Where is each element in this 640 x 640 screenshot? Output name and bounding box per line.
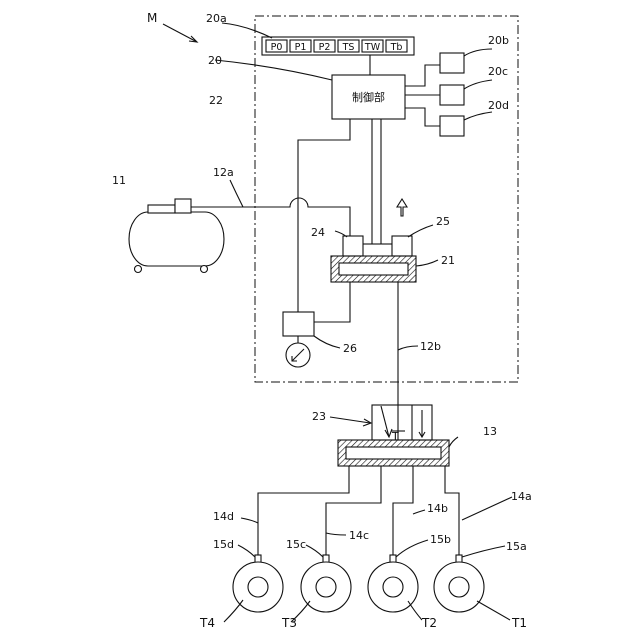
label-12b: 12b [420, 340, 441, 353]
link-20d [405, 108, 440, 126]
label-20c: 20c [488, 65, 508, 78]
label-24: 24 [311, 226, 325, 239]
device-20d [440, 116, 464, 136]
compressor [129, 199, 224, 273]
label-23: 23 [312, 410, 326, 423]
display-panel: P0 P1 P2 TS TW Tb [262, 37, 414, 55]
display-cell: P1 [290, 40, 311, 53]
manifold-13 [338, 440, 449, 466]
valve-25 [392, 236, 412, 256]
display-cell: P0 [266, 40, 287, 53]
label-12a: 12a [213, 166, 234, 179]
device-20b [440, 53, 464, 73]
label-15c: 15c [286, 538, 306, 551]
label-22: 22 [209, 94, 223, 107]
label-T4: T4 [199, 616, 215, 630]
label-T2: T2 [421, 616, 437, 630]
controller-to-sensor-line [298, 119, 350, 312]
pressure-sensor-26 [283, 312, 314, 336]
valve-unit-letter: T [391, 430, 399, 443]
display-cell-label: TW [364, 42, 381, 53]
tire-T3 [301, 562, 351, 612]
label-20b: 20b [488, 34, 509, 47]
display-cell-label: P2 [319, 42, 331, 53]
branch-line-14b [393, 466, 413, 555]
display-cell: Tb [386, 40, 407, 53]
manifold-to-sensor-line [314, 282, 350, 322]
label-14a: 14a [511, 490, 532, 503]
exhaust-arrow-icon [397, 199, 407, 216]
label-20d: 20d [488, 99, 509, 112]
label-14b: 14b [427, 502, 448, 515]
tire-T4 [233, 562, 283, 612]
label-26: 26 [343, 342, 357, 355]
link-20b [405, 65, 440, 86]
display-cell-label: P0 [271, 42, 283, 53]
label-14c: 14c [349, 529, 369, 542]
label-14d: 14d [213, 510, 234, 523]
display-cell-label: TS [342, 42, 355, 53]
label-25: 25 [436, 215, 450, 228]
label-T1: T1 [511, 616, 527, 630]
label-15b: 15b [430, 533, 451, 546]
label-21: 21 [441, 254, 455, 267]
label-15a: 15a [506, 540, 527, 553]
display-cell: P2 [314, 40, 335, 53]
pressure-gauge-icon [286, 343, 310, 367]
valve-unit-23 [372, 405, 432, 440]
label-13: 13 [483, 425, 497, 438]
valve-24 [343, 236, 363, 256]
display-cell-label: Tb [390, 42, 403, 53]
label-T3: T3 [281, 616, 297, 630]
label-11: 11 [112, 174, 126, 187]
device-20c [440, 85, 464, 105]
tire-T1 [434, 562, 484, 612]
label-20: 20 [208, 54, 222, 67]
label-15d: 15d [213, 538, 234, 551]
controller-label: 制御部 [352, 90, 385, 104]
display-cell: TS [338, 40, 359, 53]
display-cell: TW [362, 40, 383, 53]
display-cell-label: P1 [295, 42, 307, 53]
label-M: M [147, 11, 157, 25]
manifold-21 [331, 256, 416, 282]
label-20a: 20a [206, 12, 227, 25]
